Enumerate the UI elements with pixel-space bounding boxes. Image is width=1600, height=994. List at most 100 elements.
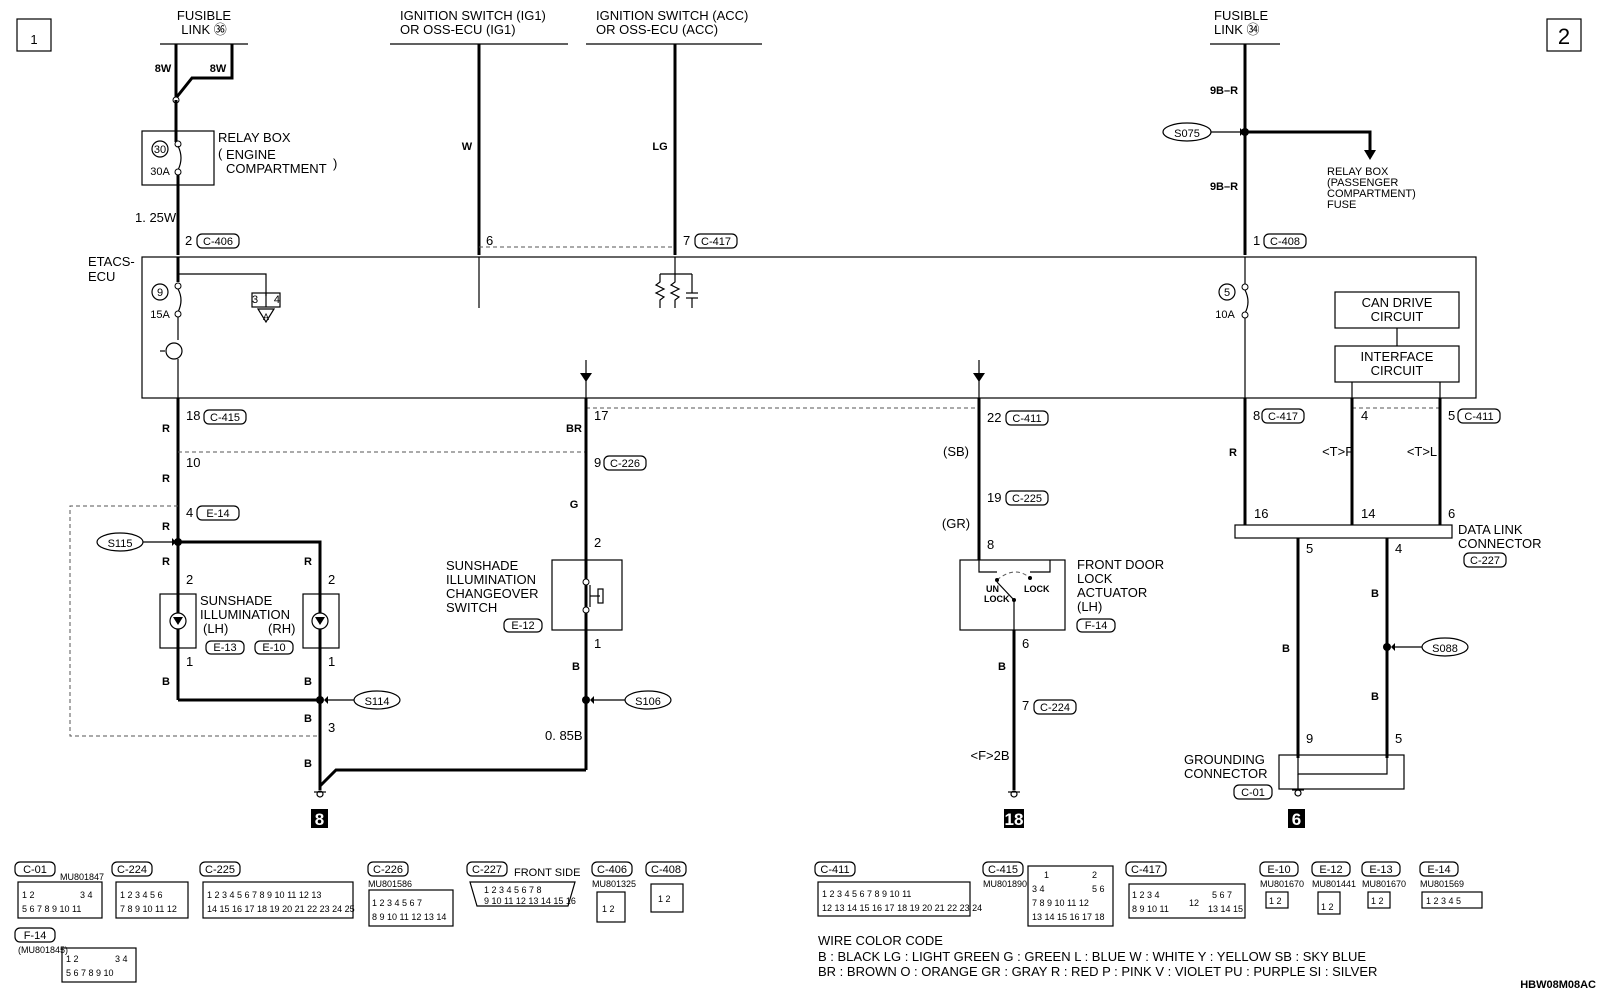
svg-text:GROUNDING: GROUNDING — [1184, 752, 1265, 767]
svg-text:RELAY BOX: RELAY BOX — [218, 130, 291, 145]
connector-view-e14: E-14 MU801569 1 2 3 4 5 — [1419, 861, 1483, 909]
svg-text:MU801325: MU801325 — [592, 879, 636, 889]
branch-door-actuator: (SB) 19 C-225 (GR) 8 UN LOCK LOCK FRONT … — [942, 398, 1164, 829]
svg-text:4: 4 — [1395, 541, 1402, 556]
svg-text:C-411: C-411 — [1464, 411, 1493, 423]
svg-text:ENGINE: ENGINE — [226, 147, 276, 162]
svg-text:C-406: C-406 — [203, 236, 233, 248]
svg-text:MU801441: MU801441 — [1312, 879, 1356, 889]
svg-text:R: R — [162, 556, 170, 568]
connector-view-c227: C-227 FRONT SIDE 1 2 3 4 5 6 7 8 9 10 11… — [466, 861, 580, 907]
svg-text:BR : BROWN O : ORANGE GR: BR : BROWN O : ORANGE GR : GRAY R : RED … — [818, 964, 1377, 979]
svg-text:COMPARTMENT): COMPARTMENT) — [1327, 188, 1416, 200]
svg-text:R: R — [162, 423, 170, 435]
svg-text:3 4: 3 4 — [80, 890, 93, 900]
svg-text:C-227: C-227 — [1470, 555, 1500, 567]
svg-text:LINK ㊱: LINK ㊱ — [181, 22, 227, 37]
svg-text:B: B — [304, 713, 312, 725]
svg-text:12: 12 — [1189, 898, 1199, 908]
svg-text:1 2: 1 2 — [1371, 896, 1384, 906]
svg-text:B: B — [304, 758, 312, 770]
svg-text:S115: S115 — [108, 538, 133, 550]
svg-text:2: 2 — [328, 572, 335, 587]
svg-text:8W: 8W — [210, 63, 227, 75]
etacs-ecu: ETACS- ECU 3 4 A 9 15A 5 10A — [88, 254, 1477, 399]
svg-text:MU801670: MU801670 — [1362, 879, 1406, 889]
svg-text:1: 1 — [328, 654, 335, 669]
svg-text:G: G — [570, 499, 579, 511]
connector-view-c417: C-417 1 2 3 4 12 5 6 7 8 9 10 11 13 14 1… — [1125, 861, 1246, 919]
svg-text:14 15 16 17 18 19 20 21 22 23: 14 15 16 17 18 19 20 21 22 23 24 25 — [207, 904, 355, 914]
svg-text:9B–R: 9B–R — [1210, 181, 1238, 193]
svg-text:E-13: E-13 — [213, 642, 236, 654]
svg-text:1: 1 — [1253, 233, 1260, 248]
svg-text:S114: S114 — [365, 696, 390, 708]
svg-text:B: B — [162, 676, 170, 688]
svg-text:1 2 3 4: 1 2 3 4 — [1132, 890, 1160, 900]
svg-text:CIRCUIT: CIRCUIT — [1371, 309, 1424, 324]
svg-text:10: 10 — [186, 455, 200, 470]
svg-text:8: 8 — [987, 537, 994, 552]
connector-view-c406: C-406 MU801325 1 2 — [591, 861, 636, 923]
svg-text:3: 3 — [328, 720, 335, 735]
svg-text:(GR): (GR) — [942, 516, 970, 531]
page-number-right: 2 — [1546, 18, 1582, 52]
svg-text:LG: LG — [652, 141, 667, 153]
svg-text:SWITCH: SWITCH — [446, 600, 497, 615]
etacs-bottom-pins: 18 C-415 17 22 C-411 8 C-417 4 5 C-411 — [186, 407, 1501, 426]
svg-text:1 2: 1 2 — [22, 890, 35, 900]
svg-text:3 4: 3 4 — [115, 954, 128, 964]
svg-text:18: 18 — [186, 408, 200, 423]
svg-text:1 2: 1 2 — [1321, 902, 1334, 912]
svg-text:1 2 3 4 5 6 7 8 9 10 11 12 13: 1 2 3 4 5 6 7 8 9 10 11 12 13 — [207, 890, 321, 900]
svg-text:S075: S075 — [1174, 128, 1200, 140]
svg-text:R: R — [162, 521, 170, 533]
svg-text:E-10: E-10 — [1267, 864, 1290, 876]
svg-text:6: 6 — [1448, 506, 1455, 521]
svg-text:E-14: E-14 — [1427, 864, 1450, 876]
svg-text:13 14 15: 13 14 15 — [1208, 904, 1243, 914]
svg-text:S088: S088 — [1432, 643, 1458, 655]
etacs-top-pins: 2 C-406 6 7 C-417 1 C-408 — [185, 233, 1307, 249]
svg-text:DATA LINK: DATA LINK — [1458, 522, 1523, 537]
svg-text:INTERFACE: INTERFACE — [1361, 349, 1434, 364]
svg-text:<T>P: <T>P — [1322, 444, 1354, 459]
page-number-left: 1 — [16, 18, 52, 52]
svg-text:ILLUMINATION: ILLUMINATION — [446, 572, 536, 587]
svg-text:WIRE COLOR CODE: WIRE COLOR CODE — [818, 933, 943, 948]
svg-text:MU801569: MU801569 — [1420, 879, 1464, 889]
svg-text:B: B — [304, 676, 312, 688]
interface-circuit: INTERFACE CIRCUIT — [1334, 328, 1460, 398]
connector-view-e12: E-12 MU801441 1 2 — [1311, 861, 1356, 915]
svg-text:5 6 7 8 9 10 11: 5 6 7 8 9 10 11 — [22, 904, 81, 914]
svg-text:FUSE: FUSE — [1327, 199, 1356, 211]
svg-text:9: 9 — [1306, 731, 1313, 746]
svg-text:LOCK: LOCK — [984, 594, 1010, 604]
svg-text:9: 9 — [157, 287, 163, 299]
svg-text:F-14: F-14 — [24, 930, 47, 942]
svg-text:MU801890: MU801890 — [983, 879, 1027, 889]
svg-text:W: W — [462, 141, 473, 153]
svg-text:E-14: E-14 — [206, 508, 229, 520]
svg-text:22: 22 — [987, 410, 1001, 425]
svg-text:C-226: C-226 — [373, 864, 403, 876]
svg-text:(RH): (RH) — [268, 621, 295, 636]
svg-text:B : BLACK LG : LIGHT GREEN: B : BLACK LG : LIGHT GREEN G : GREEN L :… — [818, 949, 1366, 964]
svg-text:C-224: C-224 — [1040, 702, 1070, 714]
svg-text:1 2: 1 2 — [66, 954, 79, 964]
svg-text:8: 8 — [1253, 408, 1260, 423]
svg-text:16: 16 — [1254, 506, 1268, 521]
svg-text:5 6 7 8 9 10: 5 6 7 8 9 10 — [66, 968, 114, 978]
svg-text:E-12: E-12 — [1319, 864, 1342, 876]
svg-text:2: 2 — [185, 233, 192, 248]
svg-text:30A: 30A — [150, 166, 170, 178]
svg-text:C-225: C-225 — [205, 864, 235, 876]
svg-text:1 2: 1 2 — [1269, 896, 1282, 906]
svg-text:10A: 10A — [1215, 309, 1235, 321]
svg-text:FRONT SIDE: FRONT SIDE — [514, 867, 580, 879]
svg-text:B: B — [1282, 643, 1290, 655]
svg-text:6: 6 — [1022, 636, 1029, 651]
svg-text:6: 6 — [486, 233, 493, 248]
svg-text:B: B — [998, 661, 1006, 673]
